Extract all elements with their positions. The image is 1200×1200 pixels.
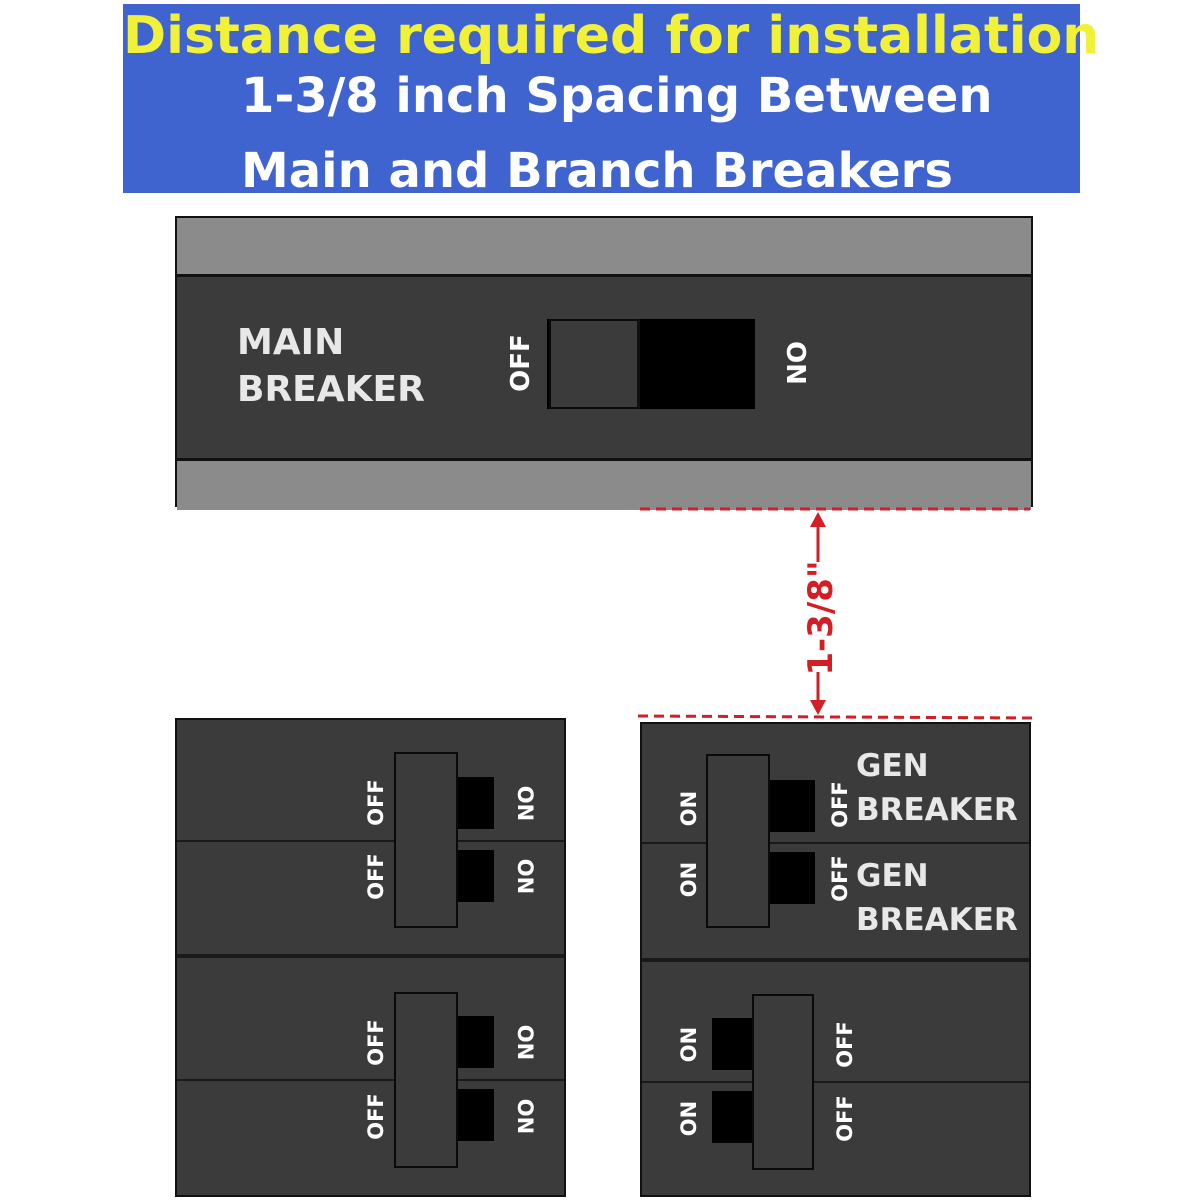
left-lower-off-label-2: OFF xyxy=(363,1093,388,1140)
right-lower-on-label-1: ON xyxy=(677,1026,702,1063)
left-lower-slot-2 xyxy=(452,1089,494,1141)
right-lower-slot-2 xyxy=(712,1091,758,1143)
left-upper-off-label-1: OFF xyxy=(363,779,388,826)
left-lower-off-label-1: OFF xyxy=(363,1019,388,1066)
main-breaker-bottom-stripe xyxy=(177,458,1031,510)
right-lower-off-label-2: OFF xyxy=(832,1095,857,1142)
right-lower-off-label-1: OFF xyxy=(832,1021,857,1068)
right-upper-slot-1 xyxy=(765,780,815,832)
gen-breaker-label-2-line2: BREAKER xyxy=(856,902,1018,938)
left-lower-row-divider xyxy=(177,1079,564,1081)
left-upper-slot-2 xyxy=(452,850,494,902)
header-subtitle-line2: Main and Branch Breakers xyxy=(241,143,953,199)
main-breaker-label-line1: MAIN xyxy=(237,322,345,363)
branch-breaker-reference-line xyxy=(637,714,1035,720)
measurement-upper-arrowhead xyxy=(810,512,826,527)
right-upper-on-label-1: ON xyxy=(677,790,702,827)
main-breaker-panel: MAIN BREAKER OFF ON xyxy=(175,216,1033,510)
main-breaker-on-label: ON xyxy=(779,341,810,385)
right-upper-toggle[interactable] xyxy=(706,754,770,928)
right-upper-off-label-2: OFF xyxy=(827,855,852,902)
left-upper-slot-1 xyxy=(452,777,494,829)
left-unit-divider xyxy=(177,954,564,958)
main-breaker-off-label: OFF xyxy=(505,334,536,392)
right-upper-off-label-1: OFF xyxy=(827,781,852,828)
right-upper-on-label-2: ON xyxy=(677,861,702,898)
header-banner: Distance required for installation 1-3/8… xyxy=(123,4,1100,195)
left-lower-on-label-1: ON xyxy=(513,1024,538,1061)
left-upper-on-label-1: ON xyxy=(513,785,538,822)
header-subtitle-line1: 1-3/8 inch Spacing Between xyxy=(241,68,993,124)
right-unit-divider xyxy=(642,958,1029,962)
header-title: Distance required for installation xyxy=(123,6,1100,66)
measurement-lower-arrowhead xyxy=(810,700,826,715)
main-breaker-toggle[interactable] xyxy=(549,319,640,409)
right-branch-breaker-panel: ON OFF ON OFF GEN BREAKER GEN BREAKER ON… xyxy=(640,722,1031,1197)
left-upper-off-label-2: OFF xyxy=(363,853,388,900)
gen-breaker-label-1-line1: GEN xyxy=(856,748,929,784)
left-lower-slot-1 xyxy=(452,1016,494,1068)
left-branch-breaker-panel: OFF ON OFF ON OFF ON OFF ON xyxy=(175,718,566,1197)
right-lower-on-label-2: ON xyxy=(677,1100,702,1137)
left-upper-toggle[interactable] xyxy=(394,752,458,928)
right-lower-row-divider xyxy=(642,1081,1029,1083)
left-lower-on-label-2: ON xyxy=(513,1098,538,1135)
right-lower-slot-1 xyxy=(712,1018,758,1070)
gen-breaker-label-1-line2: BREAKER xyxy=(856,792,1018,828)
measurement-label: 1-3/8" xyxy=(801,560,841,675)
left-lower-toggle[interactable] xyxy=(394,992,458,1168)
main-breaker-top-stripe xyxy=(177,218,1031,277)
left-upper-on-label-2: ON xyxy=(513,858,538,895)
gen-breaker-label-2-line1: GEN xyxy=(856,858,929,894)
right-upper-slot-2 xyxy=(765,852,815,904)
right-upper-row-divider xyxy=(642,842,1029,844)
main-breaker-label-line2: BREAKER xyxy=(237,369,425,410)
right-lower-toggle[interactable] xyxy=(752,994,814,1170)
left-upper-row-divider xyxy=(177,840,564,842)
